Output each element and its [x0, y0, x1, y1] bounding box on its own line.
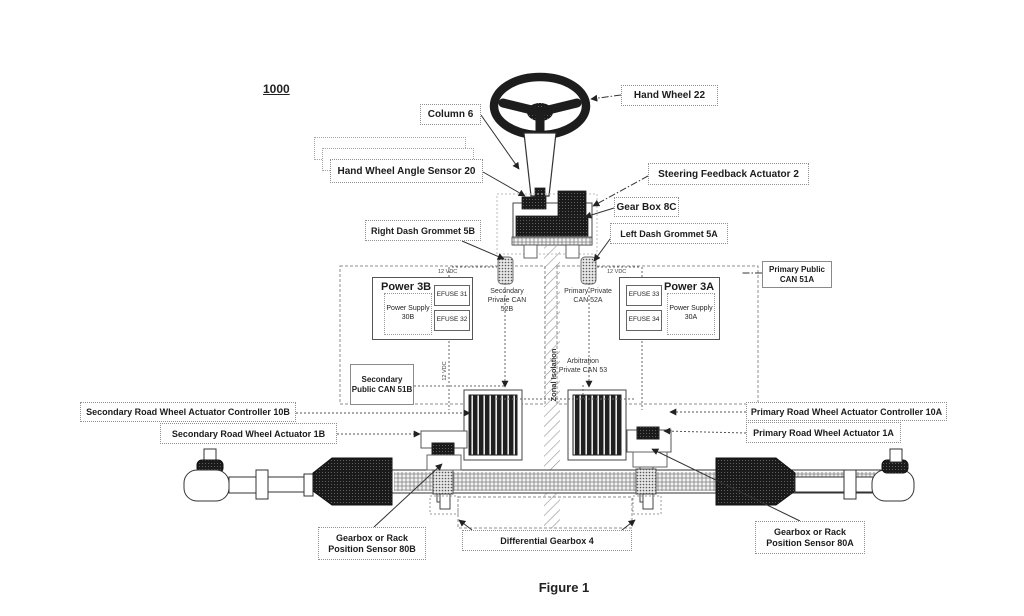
steering-column-drawing — [523, 132, 557, 199]
secondary-zone-outline — [339, 265, 546, 405]
figure-reference-number: 1000 — [263, 82, 290, 96]
gearbox-rack-position-sensor-80a-label: Gearbox or Rack Position Sensor 80A — [755, 521, 865, 554]
power-3b-title: Power 3B — [381, 281, 432, 293]
left-tie-rod — [183, 448, 314, 502]
gear-box-block — [557, 190, 587, 217]
primary-public-can-label: Primary Public CAN 51A — [762, 261, 832, 288]
differential-gearbox-outline — [457, 496, 633, 529]
column-label: Column 6 — [420, 104, 481, 125]
secondary-private-can-label: Secondary Private CAN 52B — [487, 288, 527, 314]
gear-box-label: Gear Box 8C — [614, 197, 679, 217]
secondary-public-can-label: Secondary Public CAN 51B — [350, 364, 414, 405]
left-boot — [312, 457, 393, 506]
secondary-rwa-controller-label: Secondary Road Wheel Actuator Controller… — [80, 402, 296, 422]
power-3a-box: Power 3A EFUSE 33 EFUSE 34 Power Supply … — [619, 277, 720, 340]
arbitration-private-can-label: Arbitration Private CAN 53 — [558, 358, 608, 375]
primary-rwa-label: Primary Road Wheel Actuator 1A — [746, 422, 901, 443]
supply-voltage-label: 12 VDC — [442, 361, 448, 381]
power-supply-30b-box: Power Supply 30B — [384, 293, 432, 335]
right-dash-grommet-block — [497, 256, 514, 285]
primary-rwa-controller-label: Primary Road Wheel Actuator Controller 1… — [746, 402, 947, 421]
secondary-road-wheel-actuator-drawing — [420, 389, 523, 471]
hand-wheel-angle-sensor-block — [521, 196, 547, 210]
efuse-32-box: EFUSE 32 — [434, 310, 470, 331]
power-3b-box: Power 3B Power Supply 30B EFUSE 31 EFUSE… — [372, 277, 473, 340]
steering-feedback-actuator-drawing — [496, 190, 598, 285]
zonal-isolation-label: Zonal Isolation — [548, 348, 558, 402]
efuse-31-box: EFUSE 31 — [434, 285, 470, 306]
right-dash-grommet-label: Right Dash Grommet 5B — [365, 220, 481, 241]
differential-gearbox-label: Differential Gearbox 4 — [462, 530, 632, 551]
leader-lines — [373, 114, 801, 531]
hand-wheel-angle-sensor-label: Hand Wheel Angle Sensor 20 — [330, 159, 483, 183]
hand-wheel-drawing — [489, 72, 591, 140]
left-dash-grommet-label: Left Dash Grommet 5A — [610, 223, 728, 244]
efuse-34-box: EFUSE 34 — [626, 310, 662, 331]
gearbox-rack-position-sensor-80b-label: Gearbox or Rack Position Sensor 80B — [318, 527, 426, 560]
primary-private-can-label: Primary Private CAN 52A — [564, 288, 612, 305]
zonal-isolation-band — [544, 246, 560, 528]
dash-dot-leaders — [590, 94, 762, 274]
efuse-33-box: EFUSE 33 — [626, 285, 662, 306]
primary-road-wheel-actuator-drawing — [567, 389, 672, 468]
hand-wheel-label: Hand Wheel 22 — [621, 85, 718, 106]
secondary-rwa-label: Secondary Road Wheel Actuator 1B — [160, 423, 337, 444]
right-boot — [715, 457, 796, 506]
power-supply-30a-box: Power Supply 30A — [667, 293, 715, 335]
supply-voltage-label: 12 VDC — [607, 269, 627, 275]
left-dash-grommet-block — [580, 256, 597, 285]
steering-feedback-actuator-label: Steering Feedback Actuator 2 — [648, 163, 809, 185]
supply-voltage-label: 12 VDC — [438, 269, 458, 275]
figure-caption: Figure 1 — [538, 580, 590, 595]
dotted-leaders — [296, 408, 747, 438]
can-lines — [414, 266, 643, 410]
right-tie-rod — [794, 448, 915, 502]
primary-zone-outline — [556, 265, 759, 405]
power-3a-title: Power 3A — [664, 281, 715, 293]
